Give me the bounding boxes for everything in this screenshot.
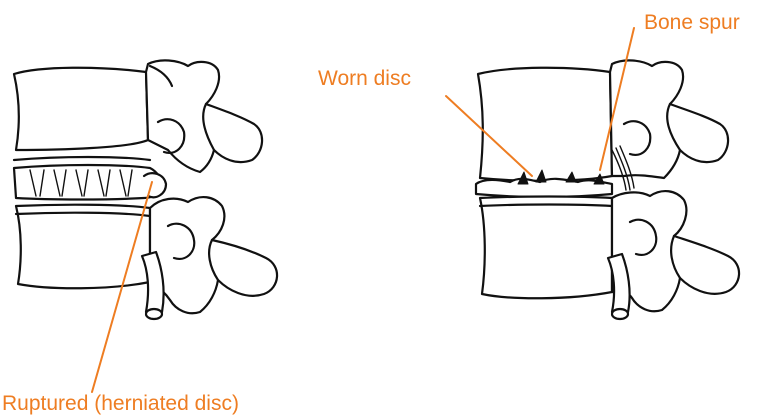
- right-spine-illustration: [476, 60, 739, 319]
- right-lower-posterior-elements: [612, 191, 739, 311]
- left-lower-vertebral-body: [16, 205, 150, 289]
- left-nerve-root-end: [146, 309, 162, 319]
- right-upper-posterior-elements: [610, 60, 728, 178]
- ruptured-disc-label: Ruptured (herniated disc): [2, 393, 239, 414]
- right-nerve-root-end: [612, 309, 628, 319]
- left-upper-vertebral-body: [14, 68, 148, 150]
- left-disc-top-plate: [14, 157, 150, 160]
- bone-spur-label: Bone spur: [644, 12, 740, 33]
- right-upper-vertebral-body: [478, 68, 612, 181]
- left-lower-posterior-elements: [150, 197, 277, 313]
- right-lower-vertebral-body: [480, 197, 612, 299]
- left-spine-illustration: [14, 60, 277, 319]
- worn-disc-label: Worn disc: [318, 68, 411, 89]
